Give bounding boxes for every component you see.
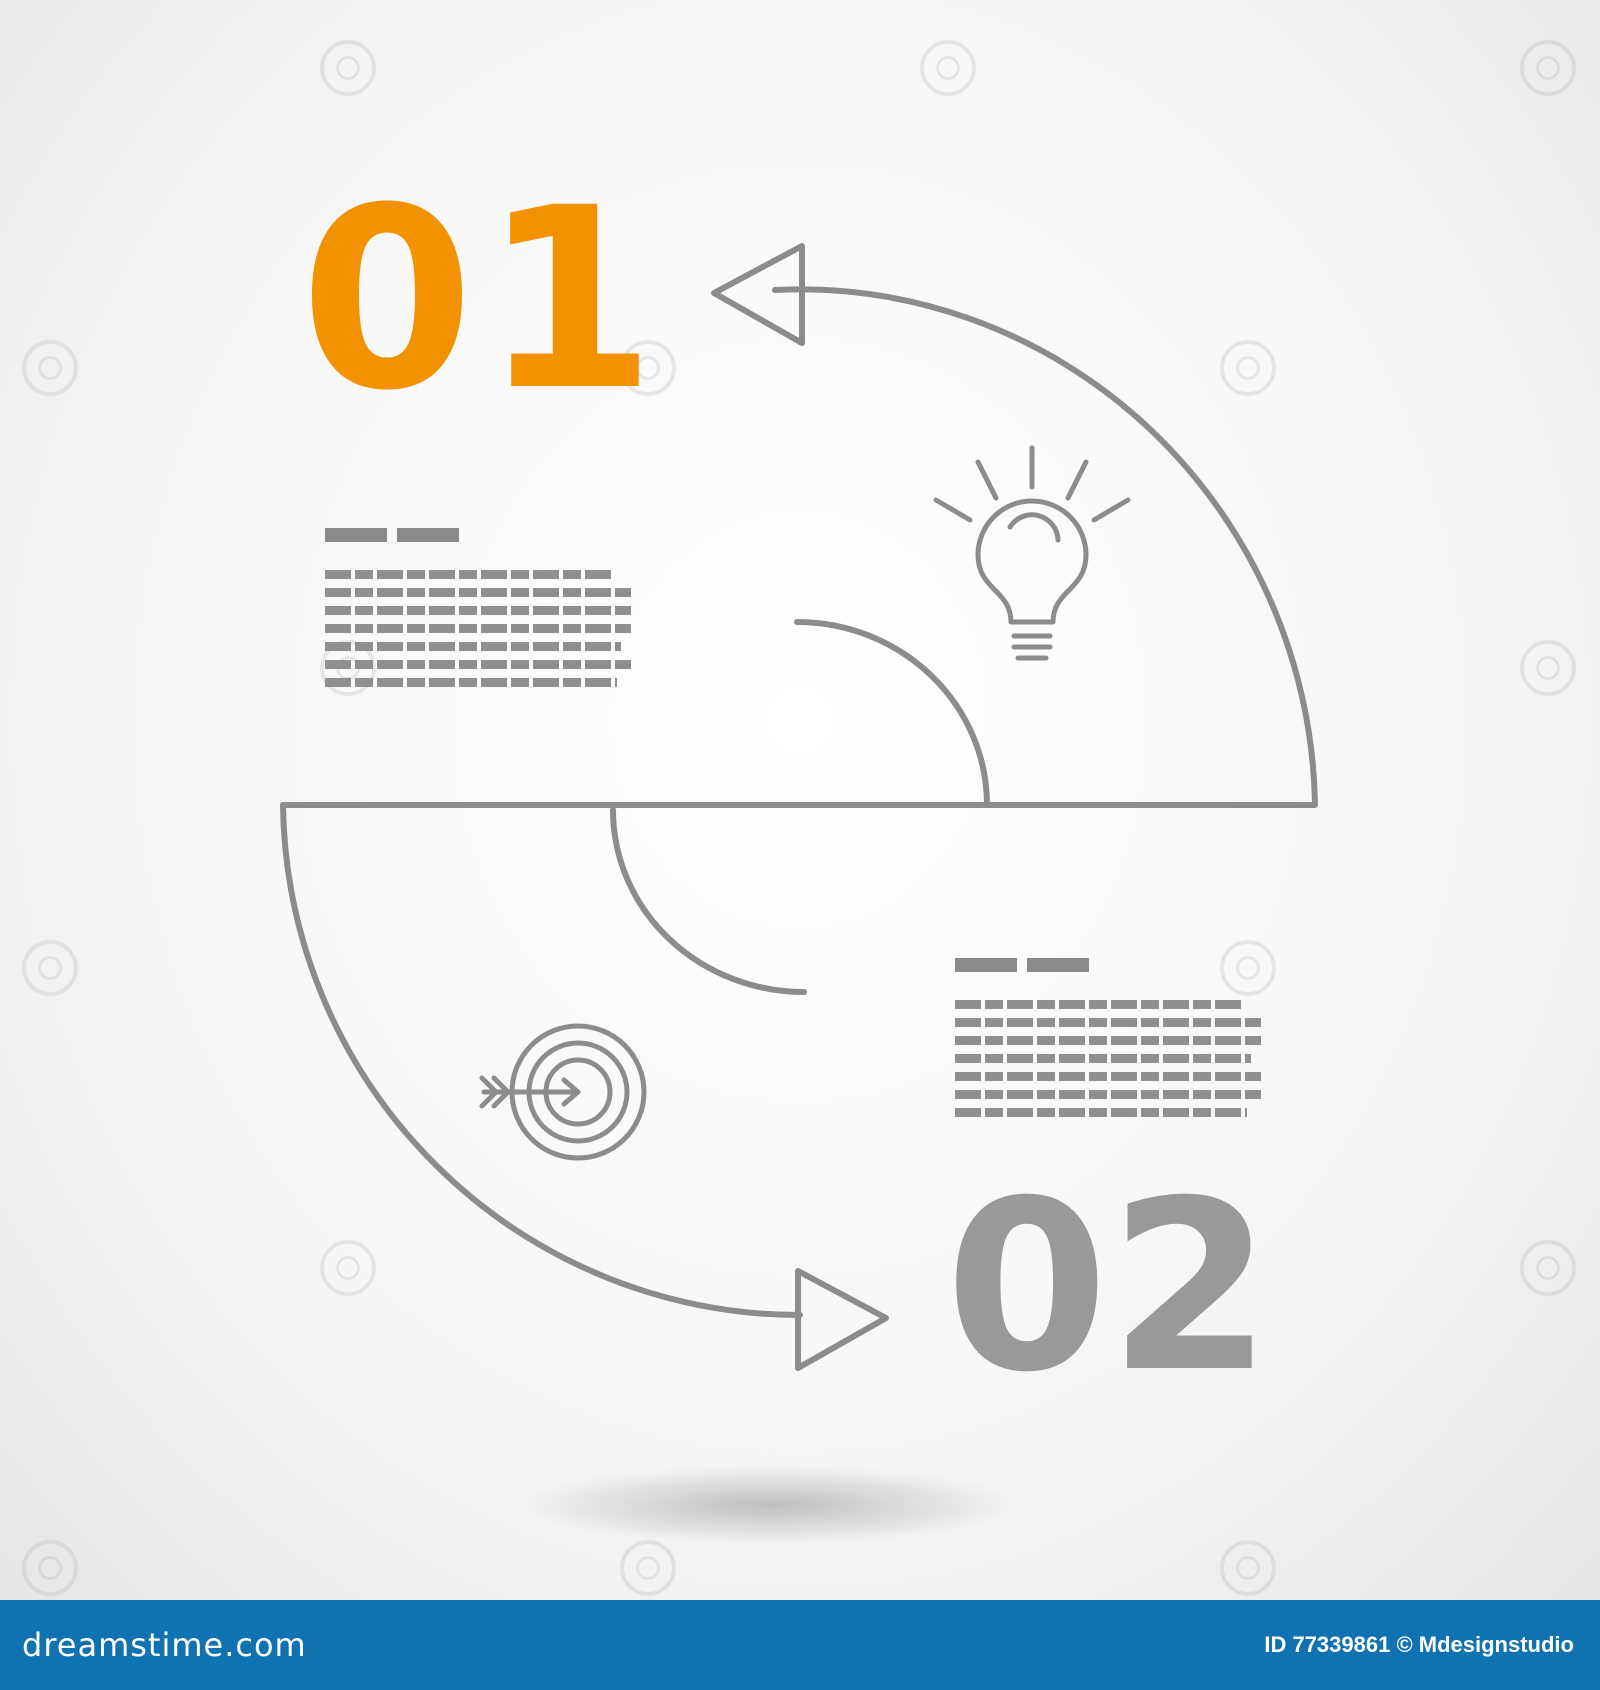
placeholder-text-line <box>325 606 631 615</box>
watermark-icon <box>1520 1240 1576 1296</box>
upper-arc-outline <box>280 286 1318 808</box>
placeholder-text-line <box>955 1072 1261 1081</box>
watermark-icon <box>920 40 976 96</box>
watermark-icon <box>1220 1540 1276 1596</box>
placeholder-text-line <box>325 570 615 579</box>
placeholder-text-line <box>325 678 617 687</box>
target-arrow-icon <box>479 1023 647 1161</box>
infographic-canvas: 01 02 <box>0 0 1600 1600</box>
upper-arrow-icon <box>711 243 805 346</box>
lower-arc-outline <box>280 802 803 1318</box>
watermark-icon <box>1220 940 1276 996</box>
watermark-icon <box>1520 640 1576 696</box>
placeholder-text-line <box>955 1108 1247 1117</box>
step-01-text-block <box>325 528 631 696</box>
placeholder-heading <box>955 958 1261 972</box>
step-02-number: 02 <box>945 1151 1273 1424</box>
placeholder-text-line <box>955 1054 1251 1063</box>
lightbulb-icon <box>933 445 1131 661</box>
site-logo[interactable]: dreamstime.com <box>22 1626 307 1664</box>
placeholder-text-line <box>955 1090 1261 1099</box>
placeholder-text-line <box>325 660 631 669</box>
lower-inner-arc <box>610 807 807 995</box>
step-02-text-block <box>955 958 1261 1126</box>
watermark-icon <box>620 1540 676 1596</box>
watermark-icon <box>1220 340 1276 396</box>
placeholder-text-line <box>325 588 631 597</box>
lower-arrow-icon <box>795 1268 889 1371</box>
drop-shadow <box>520 1465 1020 1545</box>
watermark-icon <box>22 1540 78 1596</box>
watermark-icon <box>320 1240 376 1296</box>
placeholder-text-line <box>325 624 631 633</box>
stock-footer-bar: dreamstime.com ID 77339861 © Mdesignstud… <box>0 1600 1600 1690</box>
placeholder-heading <box>325 528 631 542</box>
placeholder-text-line <box>955 1018 1261 1027</box>
placeholder-text-line <box>955 1036 1261 1045</box>
placeholder-text-line <box>955 1000 1245 1009</box>
watermark-icon <box>22 940 78 996</box>
upper-inner-arc <box>794 619 990 808</box>
watermark-icon <box>620 340 676 396</box>
placeholder-text-line <box>325 642 621 651</box>
step-01-number: 01 <box>300 154 664 445</box>
watermark-icon <box>1520 40 1576 96</box>
image-credit: ID 77339861 © Mdesignstudio <box>1264 1632 1574 1657</box>
cycle-diagram <box>280 243 1318 1371</box>
watermark-icon <box>22 340 78 396</box>
watermark-icon <box>320 40 376 96</box>
